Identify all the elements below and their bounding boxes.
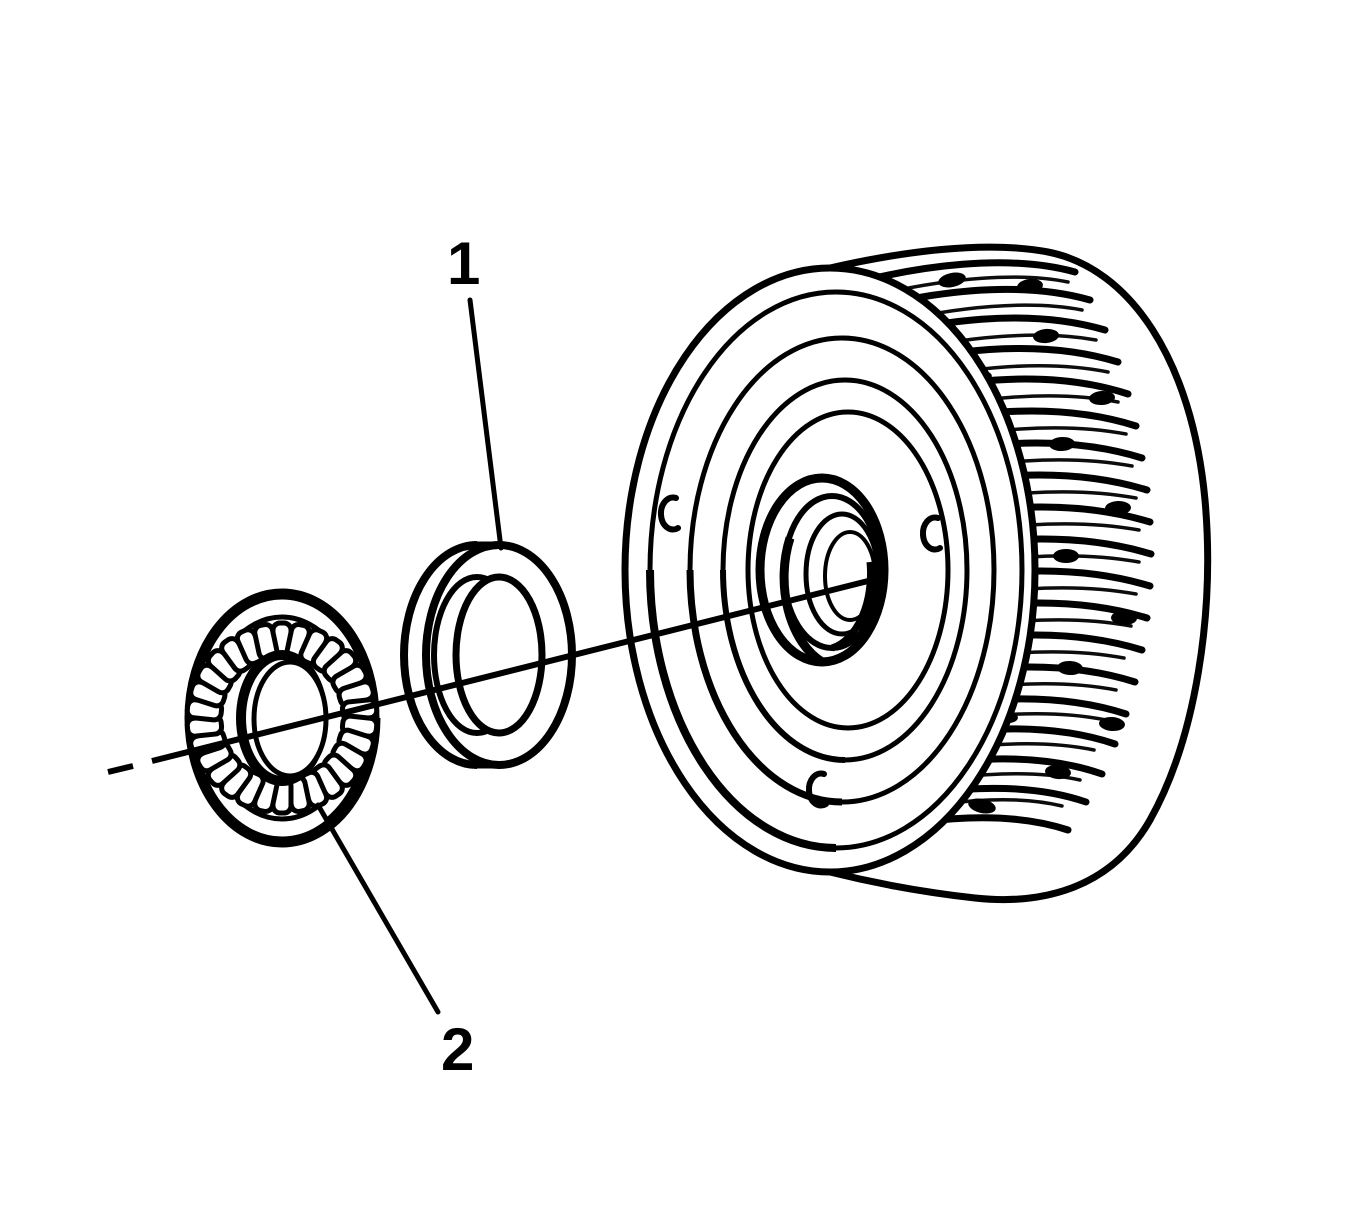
assembly-centerline [107,575,881,775]
seal-ring [400,541,576,769]
bore-shade-2 [830,561,875,652]
leader-line-1 [467,297,504,551]
seal-ring-thickness-arc-upper [400,541,478,656]
centerline-dash [107,763,134,775]
drum-front-face [621,264,1039,876]
bore-inner-wall-2 [803,511,881,637]
bearing-needle-rollers [184,620,380,816]
bore-inner-wall-3 [823,530,877,622]
drum-center-bore [755,473,889,667]
face-dimples [657,494,943,809]
bore-shade [779,536,825,666]
face-ring-4 [745,409,951,731]
face-dimple-2 [919,514,943,553]
drum-body-edge [829,243,1212,904]
seal-ring-thickness-arc-lower [400,654,478,769]
face-shade-3 [720,569,846,763]
callout-label-2: 2 [441,1016,475,1083]
thrust-bearing [184,588,381,848]
centerline-main [151,575,881,764]
face-dimple-3 [805,770,829,809]
callout-leader-lines [315,297,504,1015]
face-dimple-1 [657,494,681,533]
callout-label-1: 1 [447,230,481,297]
clutch-drum [621,243,1212,904]
seal-ring-front-inner [452,573,546,737]
leader-line-2 [315,802,441,1015]
